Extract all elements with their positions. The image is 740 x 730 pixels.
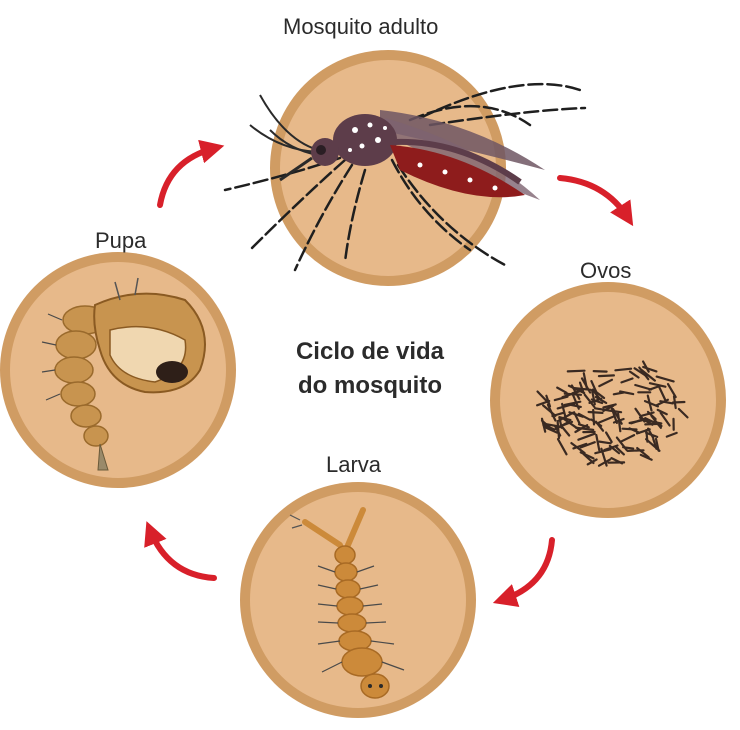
egg [556, 438, 568, 456]
egg [558, 416, 572, 422]
egg [657, 384, 667, 401]
egg [597, 415, 615, 424]
eggs-illustration [535, 360, 689, 467]
egg [592, 370, 608, 373]
egg [597, 458, 612, 467]
egg [598, 440, 612, 445]
title-line-2: do mosquito [298, 372, 442, 399]
larva-illustration [289, 507, 405, 699]
label-larva: Larva [326, 452, 382, 477]
egg [628, 370, 640, 379]
egg [639, 453, 653, 461]
egg [542, 423, 555, 431]
egg [666, 383, 677, 399]
egg [553, 395, 569, 402]
egg [607, 409, 623, 414]
egg [598, 378, 614, 388]
egg [630, 417, 647, 425]
egg [560, 402, 568, 421]
egg [640, 411, 655, 417]
diagram-title: Ciclo de vida do mosquito [245, 335, 495, 403]
title-line-1: Ciclo de vida [295, 338, 445, 365]
egg [644, 438, 661, 452]
egg [635, 428, 651, 435]
egg [556, 420, 561, 440]
arrow-larva-to-pupa [144, 521, 217, 581]
cycle-arrows [144, 139, 634, 607]
label-adult: Mosquito adulto [283, 14, 439, 39]
egg [671, 400, 686, 404]
egg [603, 444, 619, 452]
egg [648, 382, 667, 388]
arrow-eggs-to-larva [492, 537, 555, 607]
egg [602, 403, 617, 409]
egg [587, 410, 604, 414]
egg [590, 389, 596, 406]
arrow-pupa-to-adult [157, 139, 225, 208]
egg [570, 442, 586, 455]
arrow-adult-to-eggs [557, 175, 634, 227]
egg [574, 426, 595, 431]
egg [642, 365, 658, 373]
egg [634, 383, 653, 391]
egg [556, 386, 568, 394]
egg [621, 446, 635, 450]
egg [677, 407, 689, 419]
egg [597, 374, 616, 378]
egg [595, 433, 601, 452]
egg [577, 432, 596, 441]
eggs-circle [490, 282, 726, 518]
egg [572, 442, 588, 450]
egg [535, 399, 551, 407]
egg [579, 451, 595, 460]
egg [583, 393, 596, 409]
pupa-illustration [41, 277, 206, 471]
egg [614, 445, 626, 456]
egg [541, 404, 557, 417]
egg [656, 408, 668, 416]
egg [560, 424, 571, 437]
egg [604, 431, 613, 443]
egg [665, 431, 678, 438]
egg [571, 392, 580, 410]
egg [586, 458, 598, 466]
egg [590, 380, 598, 394]
egg [572, 411, 581, 425]
egg [655, 375, 675, 383]
egg [591, 389, 602, 401]
egg [641, 360, 650, 373]
egg [553, 425, 562, 437]
egg [577, 412, 591, 421]
egg [659, 400, 674, 405]
egg [620, 377, 634, 384]
egg [566, 369, 586, 373]
egg [654, 398, 670, 407]
egg [621, 427, 638, 431]
mosquito-illustration [223, 82, 587, 272]
egg [659, 411, 671, 427]
egg [619, 434, 636, 443]
egg [578, 381, 585, 394]
egg [594, 420, 605, 432]
egg [609, 404, 619, 424]
egg [543, 426, 559, 434]
egg [567, 384, 586, 395]
egg [646, 394, 653, 412]
label-eggs: Ovos [580, 258, 632, 283]
egg [638, 366, 650, 381]
label-pupa: Pupa [95, 228, 147, 253]
egg [636, 447, 650, 459]
egg [577, 423, 590, 429]
egg [614, 367, 633, 372]
egg [579, 441, 596, 449]
egg [571, 388, 585, 395]
egg [618, 390, 635, 396]
egg [646, 427, 655, 439]
